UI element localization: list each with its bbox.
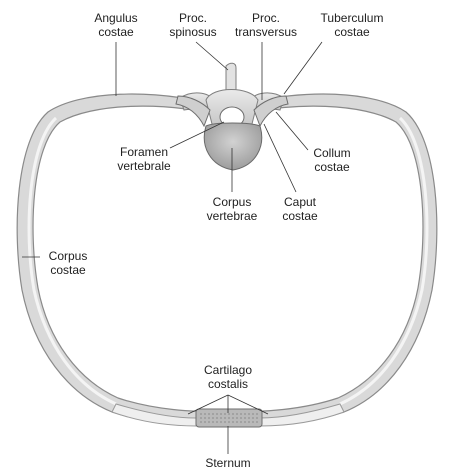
label-proc-transversus: Proc. transversus	[228, 11, 304, 39]
vertebral-body	[204, 123, 261, 170]
label-foramen-vertebrale: Foramen vertebrale	[108, 145, 180, 173]
label-caput-costae: Caput costae	[276, 195, 324, 223]
label-corpus-vertebrae: Corpus vertebrae	[200, 195, 264, 223]
label-tuberculum-costae: Tuberculum costae	[312, 11, 392, 39]
label-corpus-costae: Corpus costae	[42, 249, 94, 277]
label-proc-spinosus: Proc. spinosus	[162, 11, 224, 39]
label-sternum: Sternum	[194, 456, 262, 470]
label-collum-costae: Collum costae	[306, 146, 358, 174]
label-angulus-costae: Angulus costae	[88, 11, 144, 39]
label-cartilago-costalis: Cartilago costalis	[192, 363, 264, 391]
